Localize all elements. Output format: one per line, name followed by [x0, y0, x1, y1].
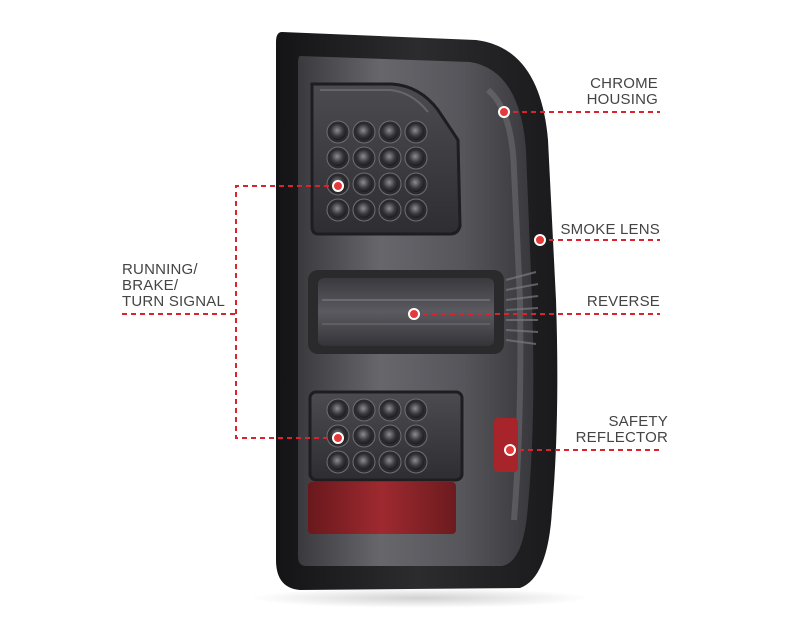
dot-chrome	[498, 106, 510, 118]
led	[356, 402, 372, 418]
upper-led-grid	[326, 120, 428, 222]
led	[356, 454, 372, 470]
label-line: REVERSE	[586, 293, 660, 310]
led	[356, 176, 372, 192]
led	[408, 202, 424, 218]
label-line: SMOKE LENS	[560, 221, 660, 238]
label-smoke-lens: SMOKE LENS	[560, 222, 660, 238]
dot-running-upper	[332, 180, 344, 192]
label-reverse: REVERSE	[587, 294, 660, 310]
label-line: SAFETY	[608, 413, 668, 430]
label-line: REFLECTOR	[575, 429, 668, 446]
bottom-red-lens	[308, 482, 456, 534]
label-line: CHROME	[590, 75, 658, 92]
led	[382, 428, 398, 444]
led	[382, 176, 398, 192]
callout-dots	[332, 106, 546, 456]
led	[330, 454, 346, 470]
callout-bracket-running	[235, 185, 338, 439]
dot-reflector	[504, 444, 516, 456]
floor-shadow	[250, 588, 590, 608]
callout-lines	[122, 111, 660, 451]
label-running-brake-turn: RUNNING/ BRAKE/ TURN SIGNAL	[122, 262, 225, 310]
led	[408, 402, 424, 418]
label-line: RUNNING/	[122, 261, 198, 278]
led	[382, 402, 398, 418]
label-chrome-housing: CHROME HOUSING	[587, 76, 658, 108]
led	[408, 124, 424, 140]
dot-reverse	[408, 308, 420, 320]
label-safety-reflector: SAFETY REFLECTOR	[576, 414, 668, 446]
led	[330, 202, 346, 218]
led	[330, 124, 346, 140]
led	[330, 150, 346, 166]
led	[382, 124, 398, 140]
label-line: TURN SIGNAL	[122, 293, 226, 310]
dot-running-lower	[332, 432, 344, 444]
led	[408, 150, 424, 166]
led	[408, 176, 424, 192]
led	[356, 428, 372, 444]
led	[356, 202, 372, 218]
safety-reflector	[494, 418, 518, 472]
led	[382, 454, 398, 470]
led	[382, 202, 398, 218]
led	[356, 124, 372, 140]
ribbed-detail	[505, 271, 539, 345]
dot-smoke	[534, 234, 546, 246]
reverse-bar-lens	[318, 278, 494, 346]
label-line: HOUSING	[586, 91, 658, 108]
led	[408, 428, 424, 444]
led	[356, 150, 372, 166]
led	[382, 150, 398, 166]
label-line: BRAKE/	[122, 277, 179, 294]
led	[330, 402, 346, 418]
lower-led-grid	[326, 398, 428, 474]
led	[408, 454, 424, 470]
